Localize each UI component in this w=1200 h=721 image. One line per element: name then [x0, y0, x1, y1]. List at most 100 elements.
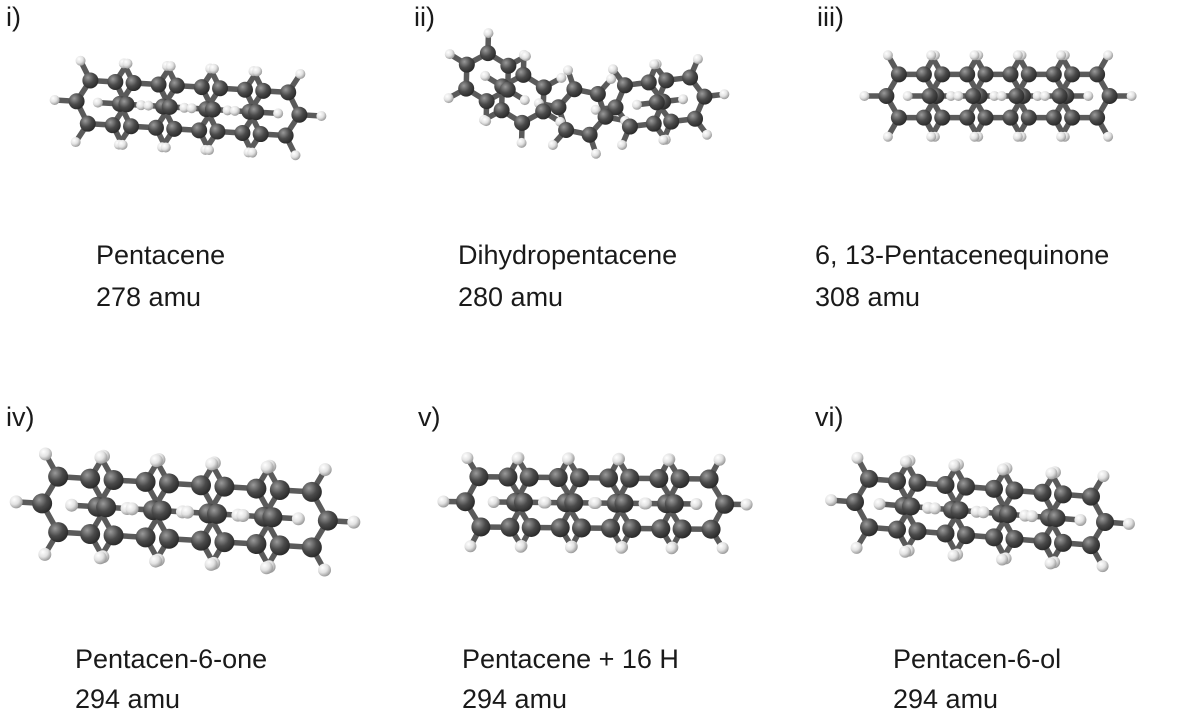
carbon-atom [166, 120, 183, 137]
hydrogen-atom [631, 99, 642, 110]
hydrogen-atom [511, 452, 524, 465]
carbon-atom [1051, 88, 1068, 104]
pentacen-6-one-molecule [9, 447, 361, 577]
carbon-atom [125, 75, 142, 92]
carbon-atom [521, 517, 541, 537]
hydrogen-atom [902, 91, 913, 101]
hydrogen-atom [1074, 514, 1087, 527]
carbon-atom [513, 492, 533, 512]
hydrogen-atom [516, 137, 527, 148]
carbon-atom [317, 510, 338, 531]
carbon-atom [262, 507, 283, 528]
hydrogen-atom [1122, 517, 1135, 530]
carbon-atom [915, 66, 932, 83]
hydrogen-atom [565, 541, 578, 554]
carbon-atom [80, 468, 101, 489]
hydrogen-atom [617, 139, 628, 150]
hydrogen-atom [1056, 50, 1067, 61]
hydrogen-atom [318, 463, 332, 477]
hydrogen-atom [273, 108, 284, 119]
hydrogen-atom [678, 94, 689, 105]
carbon-atom [860, 469, 879, 488]
carbon-atom [564, 493, 584, 513]
carbon-atom [535, 79, 552, 96]
carbon-atom [908, 473, 927, 492]
hydrogen-atom [899, 545, 912, 558]
carbon-atom [471, 517, 491, 537]
carbon-atom [599, 468, 619, 488]
carbon-atom [151, 500, 172, 521]
hydrogen-atom [996, 553, 1009, 566]
hydrogen-atom [186, 103, 197, 114]
carbon-atom [957, 526, 975, 545]
hydrogen-atom [483, 28, 494, 39]
hydrogen-atom [205, 457, 219, 471]
carbon-atom [455, 492, 475, 512]
carbon-atom [687, 110, 704, 127]
hydrogen-atom [612, 453, 625, 466]
carbon-atom [269, 479, 290, 500]
hydrogen-atom [1045, 467, 1058, 480]
hydrogen-atom [969, 131, 980, 142]
carbon-atom [1005, 481, 1024, 500]
hydrogen-atom [946, 91, 956, 101]
compound-mass: 308 amu [815, 282, 921, 312]
carbon-atom [291, 106, 308, 123]
carbon-atom [96, 497, 117, 518]
carbon-atom [934, 109, 951, 126]
hydrogen-atom [1083, 91, 1094, 101]
carbon-atom [699, 469, 719, 489]
carbon-atom [571, 518, 591, 538]
hydrogen-atom [662, 454, 675, 467]
carbon-atom [682, 69, 699, 86]
panel-label-iv: iv) [6, 402, 35, 432]
hydrogen-atom [291, 512, 305, 526]
hydrogen-atom [1103, 50, 1114, 61]
hydrogen-atom [49, 94, 60, 105]
hydrogen-atom [850, 541, 863, 554]
carbon-atom [566, 81, 583, 98]
carbon-atom [620, 468, 640, 488]
hydrogen-atom [229, 105, 240, 116]
carbon-atom [548, 468, 568, 488]
carbon-atom [581, 126, 598, 143]
hydrogen-atom [1025, 510, 1038, 523]
hydrogen-atom [996, 463, 1009, 476]
carbon-atom [1045, 66, 1062, 83]
carbon-atom [936, 524, 955, 543]
carbon-atom [1089, 109, 1106, 126]
carbon-atom [191, 530, 211, 551]
carbon-atom [478, 93, 495, 110]
carbon-atom [965, 88, 981, 104]
carbon-atom [1095, 512, 1114, 531]
hydrogen-atom [260, 561, 274, 575]
compound-name: Pentacen-6-ol [893, 644, 1062, 674]
carbon-atom [514, 114, 531, 131]
hydrogen-atom [740, 498, 753, 511]
carbon-atom [648, 94, 665, 111]
carbon-atom [890, 109, 907, 126]
hydrogen-atom [1012, 131, 1023, 142]
hydrogen-atom [149, 554, 163, 568]
carbon-atom [1005, 530, 1024, 549]
carbon-atom [104, 117, 121, 134]
pentacenequinone-molecule [859, 50, 1137, 142]
hydrogen-atom [295, 68, 306, 79]
hydrogen-atom [236, 508, 250, 522]
compound-name: 6, 13-Pentacenequinone [815, 240, 1110, 270]
hydrogen-atom [899, 455, 912, 468]
hydrogen-atom [589, 497, 602, 510]
carbon-atom [207, 503, 227, 524]
hydrogen-atom [969, 50, 980, 61]
carbon-atom [550, 99, 567, 116]
carbon-atom [672, 519, 692, 539]
panel-label-ii: ii) [414, 2, 435, 32]
hydrogen-atom [692, 54, 703, 65]
hydrogen-atom [996, 91, 1007, 101]
carbon-atom [1008, 88, 1025, 104]
carbon-atom [458, 56, 475, 73]
carbon-atom [607, 99, 624, 116]
hydrogen-atom [94, 450, 108, 464]
hydrogen-atom [989, 91, 1000, 101]
hydrogen-atom [160, 142, 171, 153]
